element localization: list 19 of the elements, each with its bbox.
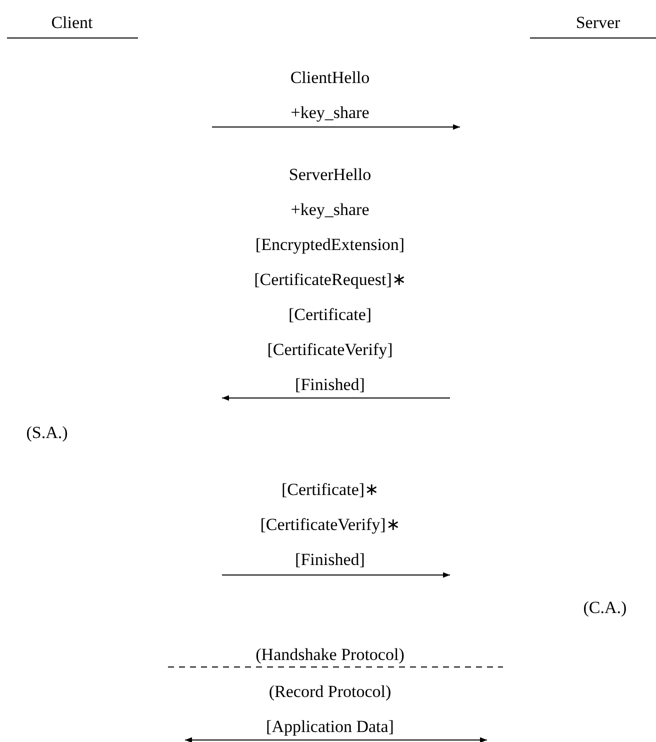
message-label: [Application Data] — [266, 717, 394, 737]
message-label: +key_share — [290, 103, 370, 123]
message-label: +key_share — [290, 200, 370, 220]
note-text: (S.A.) — [26, 423, 68, 443]
message-label: [Finished] — [295, 550, 365, 570]
message-label: [Certificate]∗ — [281, 480, 379, 500]
message-label: ClientHello — [290, 68, 370, 88]
message-label: [Certificate] — [288, 305, 372, 325]
message-label: [CertificateVerify]∗ — [260, 515, 400, 535]
message-label: [EncryptedExtension] — [255, 235, 405, 255]
message-label: [CertificateVerify] — [267, 340, 393, 360]
note-text: (C.A.) — [583, 598, 627, 618]
message-label: [CertificateRequest]∗ — [254, 270, 406, 290]
section-label: (Record Protocol) — [268, 682, 392, 702]
message-label: ServerHello — [288, 165, 372, 185]
message-label: [Finished] — [295, 375, 365, 395]
section-label: (Handshake Protocol) — [256, 645, 404, 665]
column-heading: Client — [51, 13, 93, 33]
column-heading: Server — [576, 13, 620, 33]
